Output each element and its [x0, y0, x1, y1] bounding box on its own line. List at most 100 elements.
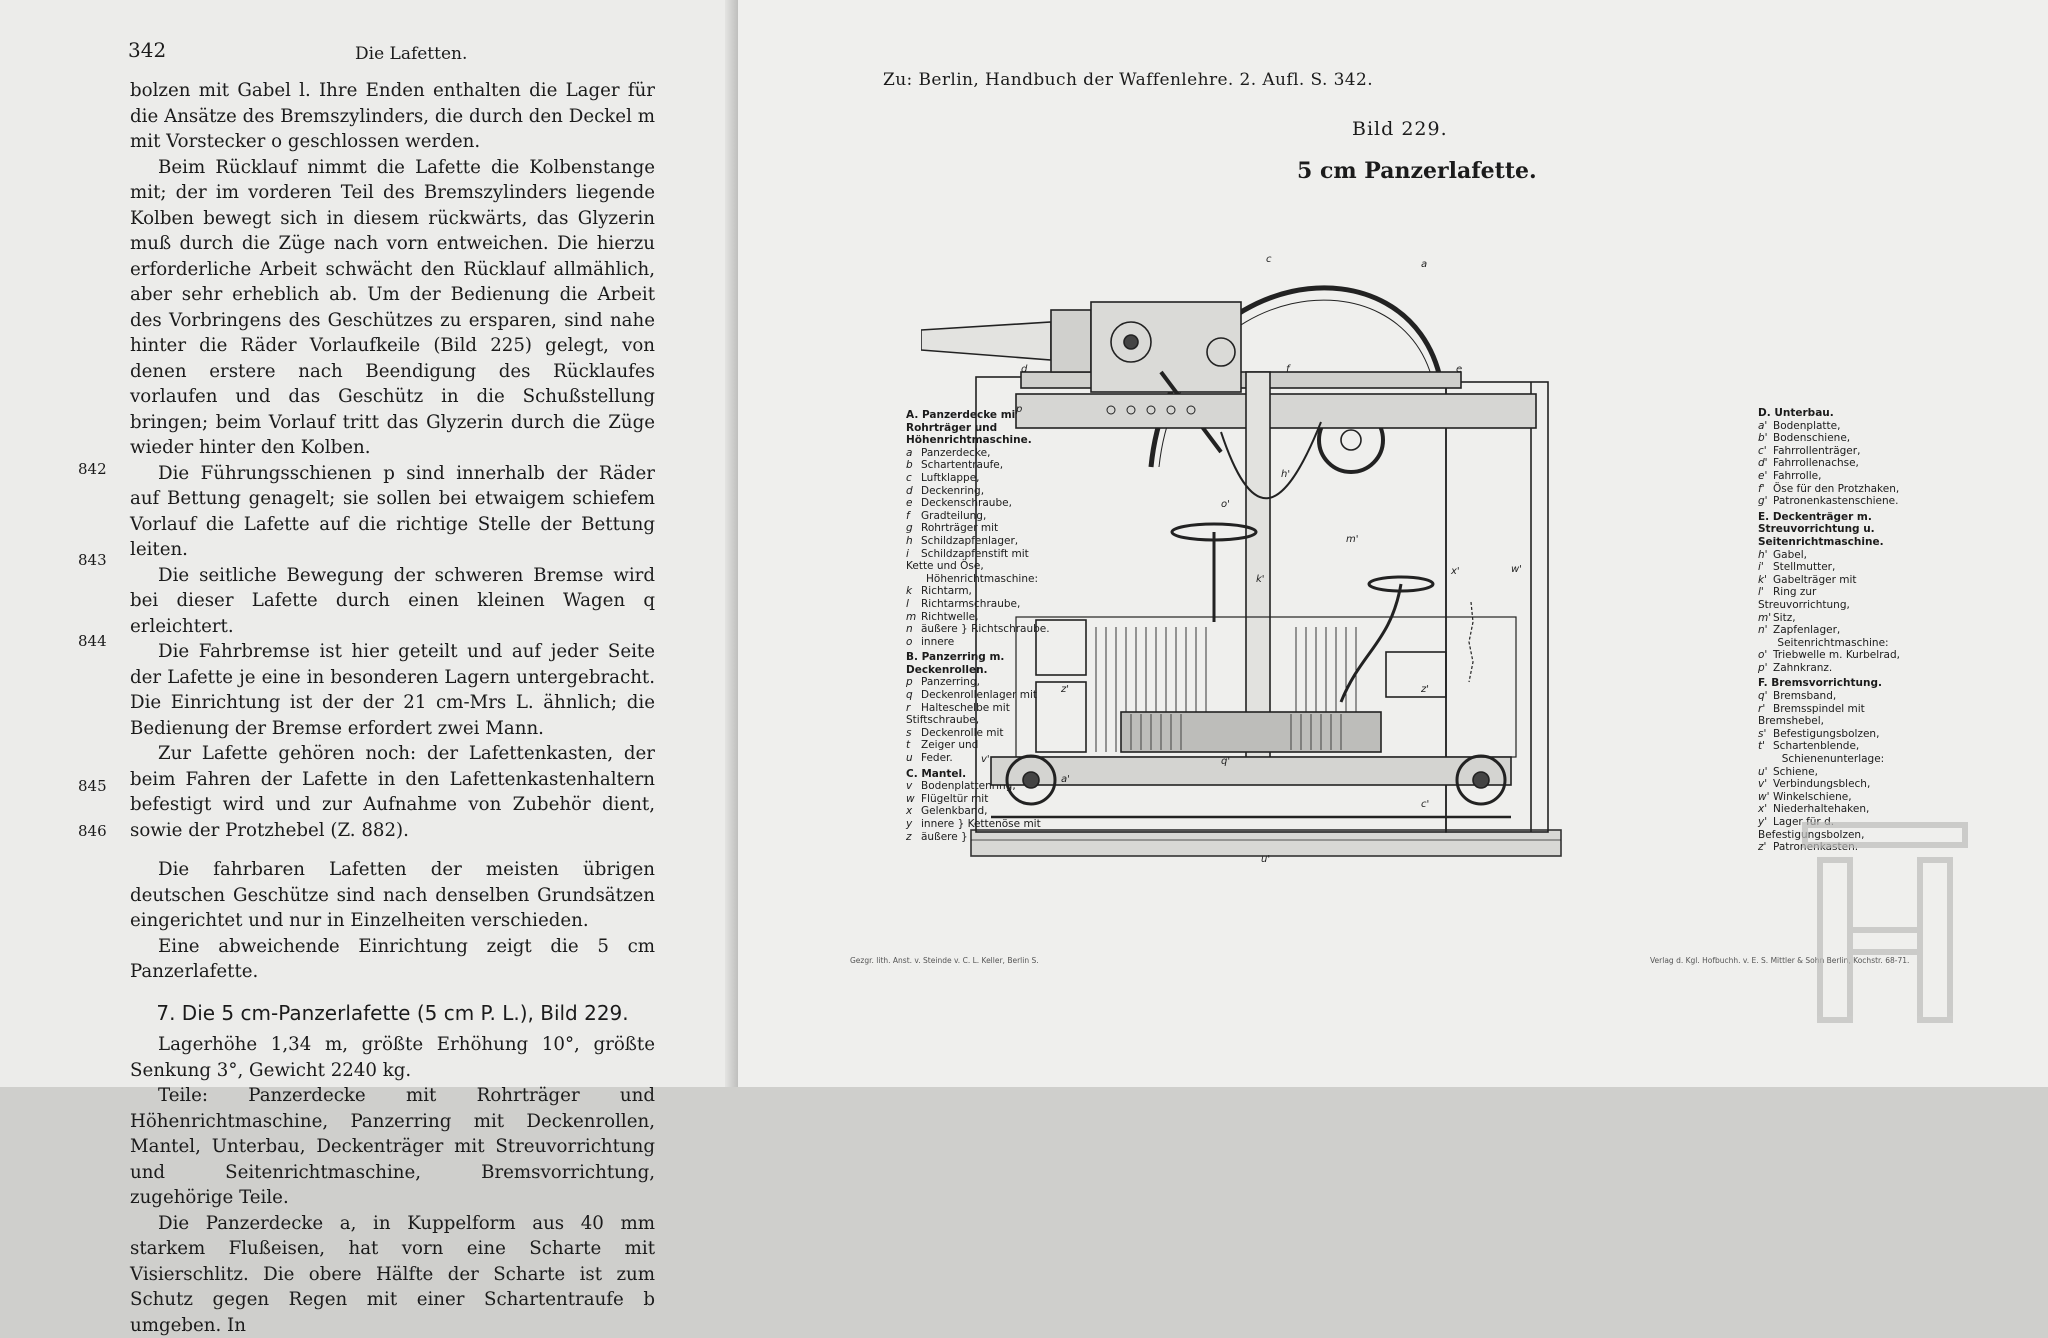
legend-item: x'Niederhaltehaken, — [1758, 803, 1908, 816]
legend-key: p' — [1758, 662, 1773, 675]
legend-text: Winkelschiene, — [1773, 791, 1852, 803]
legend-item: l'Ring zur Streuvorrichtung, — [1758, 586, 1908, 611]
paragraph: Beim Rücklauf nimmt die Lafette die Kolb… — [130, 155, 655, 461]
legend-text: Stellmutter, — [1773, 561, 1835, 573]
legend-key: c' — [1758, 445, 1773, 458]
svg-text:h': h' — [1281, 469, 1290, 480]
margin-number: 844 — [78, 632, 107, 650]
svg-text:a': a' — [1061, 774, 1070, 785]
svg-text:d: d — [1021, 364, 1028, 375]
legend-item: v'Verbindungsblech, — [1758, 778, 1908, 791]
legend-key: b' — [1758, 432, 1773, 445]
legend-key: q' — [1758, 690, 1773, 703]
legend-key: g' — [1758, 495, 1773, 508]
legend-text: Triebwelle m. Kurbelrad, — [1773, 649, 1900, 661]
legend-text: Bodenschiene, — [1773, 432, 1850, 444]
legend-key: v' — [1758, 778, 1773, 791]
legend-key: k' — [1758, 574, 1773, 587]
legend-item: w'Winkelschiene, — [1758, 791, 1908, 804]
svg-text:c': c' — [1421, 799, 1429, 810]
legend-text: Zahnkranz. — [1773, 662, 1832, 674]
legend-key: m' — [1758, 612, 1773, 625]
legend-item: d'Fahrrollenachse, — [1758, 457, 1908, 470]
svg-text:w': w' — [1511, 564, 1522, 575]
legend-key: s — [906, 727, 921, 740]
cartridge-box — [1386, 652, 1446, 697]
legend-key: p — [906, 676, 921, 689]
legend-key: a' — [1758, 420, 1773, 433]
legend-key: n' — [1758, 624, 1773, 637]
legend-key: x — [906, 805, 921, 818]
legend-text: Fahrrollenträger, — [1773, 445, 1860, 457]
svg-text:v': v' — [981, 754, 990, 765]
svg-text:q': q' — [1221, 756, 1230, 767]
legend-key: b — [906, 459, 921, 472]
legend-item: c'Fahrrollenträger, — [1758, 445, 1908, 458]
legend-text: Patronenkastenschiene. — [1773, 495, 1898, 507]
svg-text:o': o' — [1221, 499, 1230, 510]
legend-item: Schienenunterlage: — [1758, 753, 1908, 766]
svg-text:x': x' — [1450, 566, 1460, 577]
legend-text: Gabel, — [1773, 549, 1807, 561]
paragraph: Die fahrbaren Lafetten der meisten übrig… — [130, 857, 655, 934]
margin-number: 842 — [78, 460, 107, 478]
page-number: 342 — [128, 38, 166, 62]
legend-key: o' — [1758, 649, 1773, 662]
legend-key: e — [906, 497, 921, 510]
legend-item: q'Bremsband, — [1758, 690, 1908, 703]
legend-text: Fahrrolle, — [1773, 470, 1821, 482]
legend-key: w — [906, 793, 921, 806]
svg-text:a: a — [1421, 259, 1427, 270]
legend-key: l' — [1758, 586, 1773, 599]
legend-text: Sitz, — [1773, 612, 1796, 624]
legend-key: z' — [1758, 841, 1773, 854]
book-spread: 342 Die Lafetten. 842 843 844 845 846 bo… — [0, 0, 2048, 1087]
legend-key: w' — [1758, 791, 1773, 804]
legend-key: k — [906, 585, 921, 598]
paragraph: Lagerhöhe 1,34 m, größte Erhöhung 10°, g… — [130, 1032, 655, 1083]
legend-text: Bremsspindel mit Bremshebel, — [1758, 703, 1865, 728]
legend-key: i' — [1758, 561, 1773, 574]
legend-item: s'Befestigungsbolzen, — [1758, 728, 1908, 741]
paragraph: bolzen mit Gabel l. Ihre Enden enthalten… — [130, 78, 655, 155]
legend-key: c — [906, 472, 921, 485]
legend-key: o — [906, 636, 921, 649]
legend-item: a'Bodenplatte, — [1758, 420, 1908, 433]
legend-key: g — [906, 522, 921, 535]
plate-header: Zu: Berlin, Handbuch der Waffenlehre. 2.… — [883, 70, 1373, 90]
legend-item: n'Zapfenlager, — [1758, 624, 1908, 637]
legend-text: Verbindungsblech, — [1773, 778, 1870, 790]
legend-key: a — [906, 447, 921, 460]
legend-text: Öse für den Protzhaken, — [1773, 483, 1899, 495]
legend-key: u — [906, 752, 921, 765]
legend-key: t — [906, 739, 921, 752]
paragraph: Teile: Panzerdecke mit Rohrträger und Hö… — [130, 1083, 655, 1211]
legend-text: Schiene, — [1773, 766, 1818, 778]
gun-barrel — [921, 322, 1051, 360]
svg-text:p: p — [1015, 404, 1022, 415]
margin-number: 845 — [78, 777, 107, 795]
legend-text: Bremsband, — [1773, 690, 1836, 702]
legend-text: Bodenplatte, — [1773, 420, 1840, 432]
svg-text:z': z' — [1420, 684, 1429, 695]
legend-key: r' — [1758, 703, 1773, 716]
legend-key: i — [906, 548, 921, 561]
svg-text:e: e — [1456, 364, 1462, 375]
section-heading: 7. Die 5 cm-Panzerlafette (5 cm P. L.), … — [130, 1001, 655, 1027]
paragraph: Die Führungsschienen p sind innerhalb de… — [130, 461, 655, 563]
legend-key: s' — [1758, 728, 1773, 741]
legend-key: d — [906, 485, 921, 498]
legend-item: p'Zahnkranz. — [1758, 662, 1908, 675]
gear-ring — [1121, 712, 1381, 752]
legend-text: Zapfenlager, — [1773, 624, 1840, 636]
legend-item: F. Bremsvorrichtung. — [1758, 677, 1908, 690]
figure-number: Bild 229. — [1352, 118, 1448, 140]
legend-text: Fahrrollenachse, — [1773, 457, 1859, 469]
legend-item: E. Deckenträger m. Streuvorrichtung u. S… — [1758, 511, 1908, 549]
legend-item: f'Öse für den Protzhaken, — [1758, 483, 1908, 496]
legend-key: y' — [1758, 816, 1773, 829]
legend-item: i'Stellmutter, — [1758, 561, 1908, 574]
watermark-logo — [1800, 820, 1970, 1030]
body-text: bolzen mit Gabel l. Ihre Enden enthalten… — [130, 78, 655, 1338]
